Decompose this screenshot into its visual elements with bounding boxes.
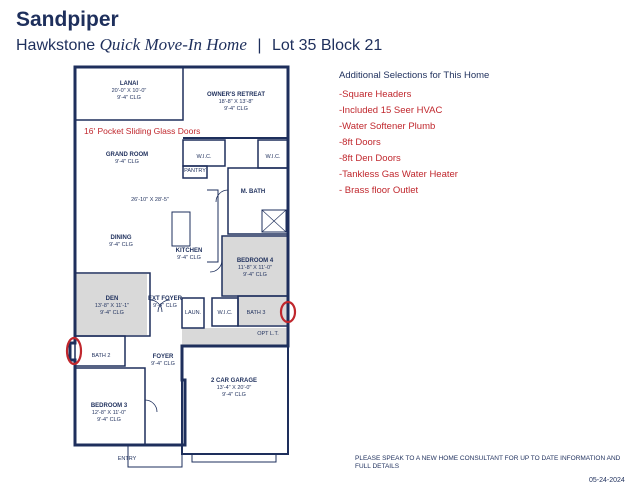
bedroom3-wall bbox=[75, 367, 146, 445]
plan-title: Sandpiper bbox=[16, 8, 119, 31]
disclaimer-text: PLEASE SPEAK TO A NEW HOME CONSULTANT FO… bbox=[355, 455, 621, 470]
selection-item: -8ft Den Doors bbox=[339, 153, 401, 164]
door-arc bbox=[209, 259, 223, 273]
revision-date: 05-24-2024 bbox=[589, 477, 625, 484]
entry-porch bbox=[127, 444, 183, 468]
bath2-wall bbox=[74, 335, 126, 367]
shower-x2 bbox=[261, 209, 287, 233]
model-name: Hawkstone bbox=[16, 37, 96, 54]
selection-item: - Brass floor Outlet bbox=[339, 185, 419, 196]
mbath-wall bbox=[227, 167, 289, 235]
selections-heading: Additional Selections for This Home bbox=[339, 70, 490, 81]
door-arc bbox=[215, 189, 229, 203]
den-fill bbox=[75, 274, 147, 335]
shower bbox=[261, 209, 287, 233]
bath3-label: BATH 3 bbox=[246, 310, 266, 316]
highlight-oval-bath2 bbox=[65, 336, 83, 366]
bath3-fill bbox=[238, 297, 288, 325]
opt-label: OPT L.T. bbox=[257, 331, 279, 337]
pantry-wall bbox=[182, 165, 208, 179]
model-type: Quick Move-In Home bbox=[99, 35, 247, 54]
bedroom4-fill bbox=[222, 237, 288, 295]
wic3-label: W.I.C. bbox=[217, 310, 233, 316]
bath3-wall bbox=[237, 295, 289, 327]
selection-item: -8ft Doors bbox=[339, 137, 381, 148]
lanai-wall bbox=[75, 67, 184, 121]
sliding-doors-annotation: 16' Pocket Sliding Glass Doors bbox=[84, 126, 201, 136]
opt-fill bbox=[182, 328, 288, 346]
garage-wall bbox=[181, 345, 289, 455]
highlight-oval-bath3 bbox=[279, 300, 297, 324]
selection-item: -Tankless Gas Water Heater bbox=[339, 169, 458, 180]
wic1-wall bbox=[182, 139, 226, 167]
garage-door bbox=[191, 453, 277, 463]
additional-selections: Additional Selections for This Home -Squ… bbox=[339, 70, 579, 199]
selection-item: -Square Headers bbox=[339, 89, 412, 100]
laun-label: LAUN. bbox=[184, 310, 202, 316]
door-arc bbox=[157, 299, 171, 313]
bath2-label: BATH 2 bbox=[91, 353, 111, 359]
entry-label: ENTRY bbox=[117, 456, 137, 462]
lot-block: Lot 35 Block 21 bbox=[271, 37, 383, 54]
door-arc bbox=[144, 399, 158, 413]
kitchen-island bbox=[171, 211, 191, 247]
selection-item: -Included 15 Seer HVAC bbox=[339, 105, 443, 116]
grand-room-dims: 26'-10" X 28'-5" bbox=[131, 197, 169, 203]
selection-item: -Water Softener Plumb bbox=[339, 121, 436, 132]
wic1-label: W.I.C. bbox=[196, 154, 212, 160]
mbath-label: M. BATH bbox=[240, 189, 266, 195]
plan-subtitle: Hawkstone Quick Move-In Home | Lot 35 Bl… bbox=[16, 35, 382, 55]
wic2-label: W.I.C. bbox=[265, 154, 281, 160]
door-arc bbox=[149, 299, 163, 313]
pantry-label: PANTRY bbox=[184, 168, 206, 174]
laun-wall bbox=[181, 297, 205, 329]
subtitle-separator: | bbox=[257, 37, 262, 54]
kitchen-counter bbox=[207, 189, 219, 263]
